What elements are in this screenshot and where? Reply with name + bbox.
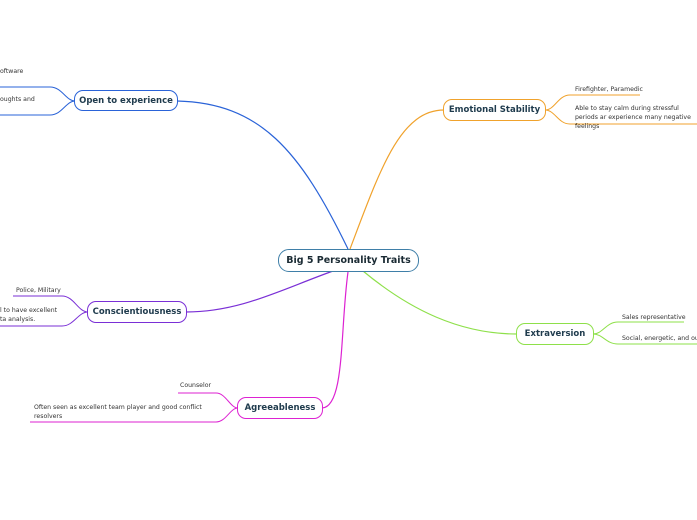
leaf-agreeableness-description[interactable]: Often seen as excellent team player and … [34, 404, 202, 420]
leaf-underline [0, 311, 89, 327]
connector-extraversion [362, 270, 518, 335]
leaf-emotional-careers[interactable]: Firefighter, Paramedic [575, 86, 643, 93]
topic-extraversion[interactable]: Extraversion [516, 323, 594, 345]
leaf-underline [544, 94, 640, 111]
leaf-agreeableness-careers[interactable]: Counselor [180, 382, 212, 389]
central-topic[interactable]: Big 5 Personality Traits [278, 249, 419, 272]
leaf-underline [592, 333, 697, 345]
leaf-extraversion-description[interactable]: Social, energetic, and outgo [622, 335, 697, 342]
leaf-underline [0, 100, 76, 116]
connector-agreeableness [321, 271, 349, 409]
leaf-extraversion-careers[interactable]: Sales representative [622, 314, 686, 321]
leaf-underline [592, 321, 684, 335]
leaf-underline [544, 109, 697, 125]
topic-conscientiousness[interactable]: Conscientiousness [87, 301, 187, 323]
topic-agreeableness[interactable]: Agreeableness [237, 397, 323, 419]
leaf-underline [13, 295, 89, 313]
topic-emotional-stability[interactable]: Emotional Stability [443, 99, 546, 121]
leaf-underline [30, 407, 239, 423]
leaf-conscientiousness-careers[interactable]: Police, Military [16, 287, 61, 294]
connector-open [176, 100, 349, 250]
leaf-emotional-description[interactable]: Able to stay calm during stressful perio… [575, 105, 691, 130]
leaf-open-thoughts[interactable]: oughts and [0, 96, 35, 103]
leaf-open-software[interactable]: oftware [0, 68, 24, 75]
leaf-conscientiousness-description[interactable]: l to have excellent ta analysis. [0, 307, 58, 323]
leaf-underline [0, 86, 76, 102]
leaf-underline [178, 392, 239, 409]
topic-open-to-experience[interactable]: Open to experience [74, 90, 178, 111]
connector-emotional [349, 109, 445, 250]
connector-conscientiousness [185, 270, 334, 313]
